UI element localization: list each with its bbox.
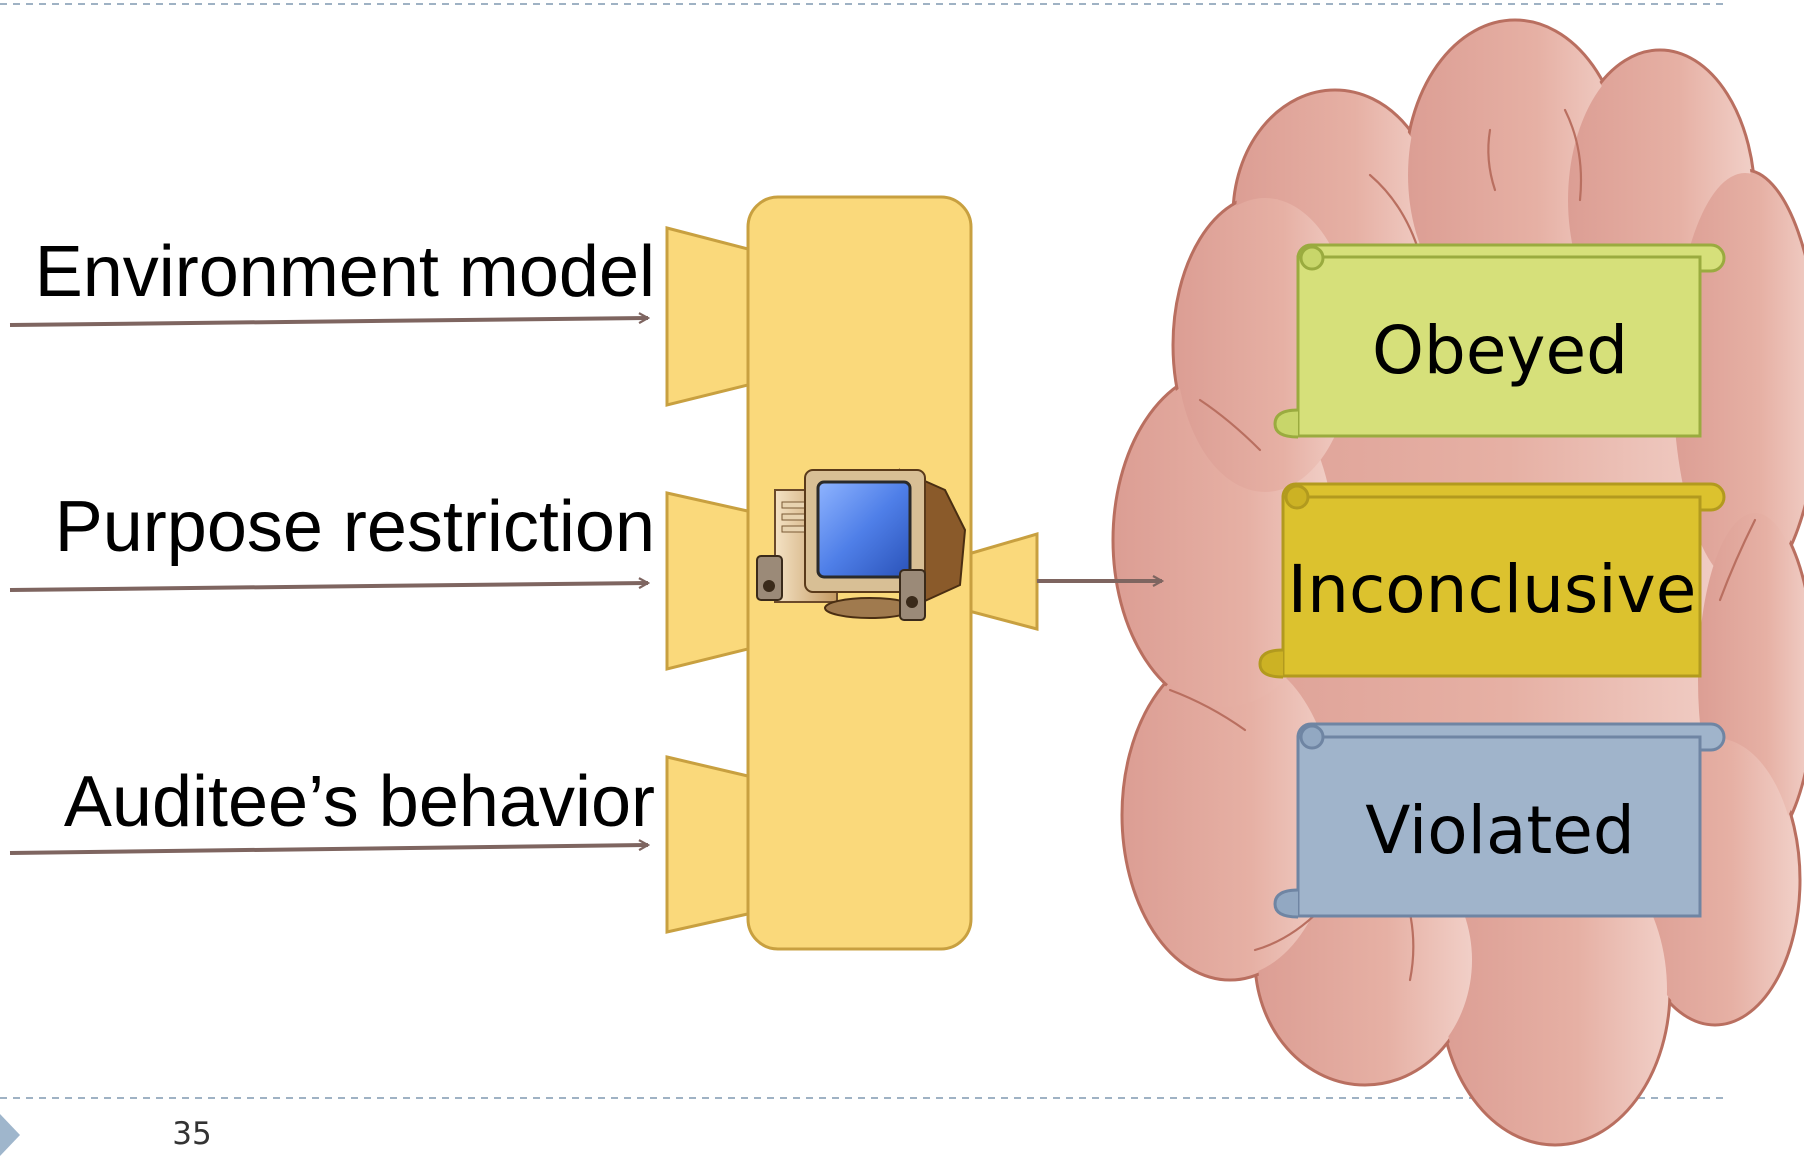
scroll-inconclusive: Inconclusive xyxy=(1258,482,1726,679)
input-funnel-1 xyxy=(665,226,754,407)
scroll-label-violated: Violated xyxy=(1365,792,1635,869)
input-label-purpose: Purpose restriction xyxy=(55,487,655,567)
scroll-label-obeyed: Obeyed xyxy=(1372,312,1628,389)
input-arrow-behavior xyxy=(9,845,648,855)
input-funnel-2 xyxy=(665,491,754,671)
scroll-label-inconclusive: Inconclusive xyxy=(1288,551,1697,628)
output-funnel xyxy=(963,532,1039,631)
input-arrows xyxy=(9,318,648,855)
input-arrow-environment xyxy=(9,318,648,327)
scroll-obeyed: Obeyed xyxy=(1273,243,1726,439)
input-funnel-3 xyxy=(665,755,754,934)
triangle-icon xyxy=(0,1114,20,1156)
input-label-behavior: Auditee’s behavior xyxy=(64,762,655,842)
scroll-violated: Violated xyxy=(1273,722,1726,919)
page-number: 35 xyxy=(172,1116,211,1152)
input-label-environment: Environment model xyxy=(35,232,655,312)
input-arrow-purpose xyxy=(9,583,648,592)
computer-icon xyxy=(756,468,967,621)
result-cloud xyxy=(1111,18,1804,1147)
